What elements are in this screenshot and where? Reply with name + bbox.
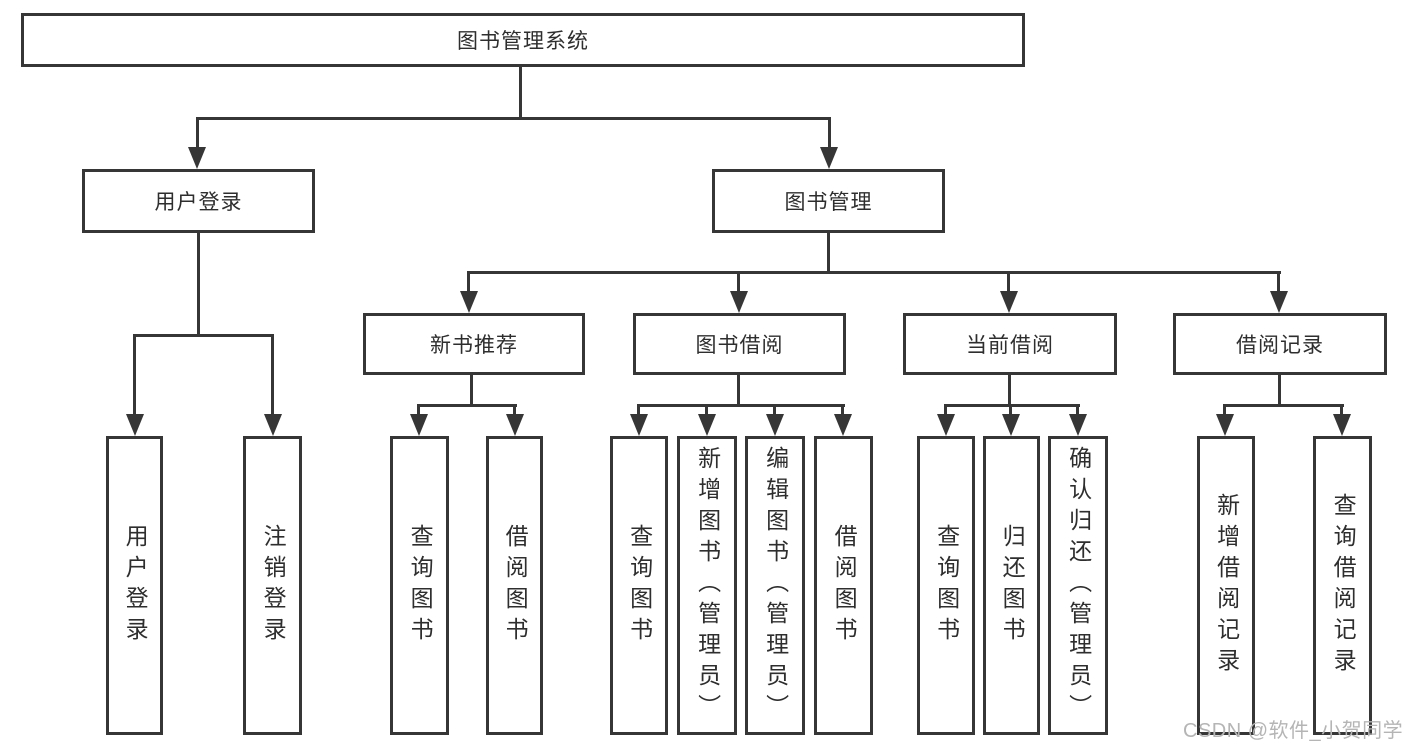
arrowhead-down [820, 147, 838, 169]
edge-line [773, 404, 776, 416]
edge-root-vline [519, 65, 522, 120]
arrowhead-down [188, 147, 206, 169]
leaf-add-borrow-record: 新增借阅记录 [1197, 436, 1255, 735]
node-current-borrowing: 当前借阅 [903, 313, 1117, 375]
leaf-add-borrow-record-label: 新增借阅记录 [1213, 492, 1240, 679]
leaf-user-login: 用户登录 [106, 436, 163, 735]
leaf-logout-label: 注销登录 [260, 523, 287, 648]
leaf-return-books-label: 归还图书 [999, 523, 1026, 648]
node-user-login: 用户登录 [82, 169, 315, 233]
node-book-borrowing: 图书借阅 [633, 313, 846, 375]
leaf-user-login-label: 用户登录 [122, 523, 149, 648]
node-book-management: 图书管理 [712, 169, 945, 233]
leaf-borrow-books-2: 借阅图书 [814, 436, 873, 735]
edge-new-book-vline [470, 373, 473, 407]
edge-borrowing-records-vline [1278, 373, 1281, 407]
node-borrowing-records-label: 借阅记录 [1236, 334, 1324, 357]
arrowhead-down [460, 291, 478, 313]
arrowhead-down [766, 414, 784, 436]
edge-line [271, 334, 274, 416]
arrowhead-down [506, 414, 524, 436]
leaf-query-books-2: 查询图书 [610, 436, 668, 735]
edge-line [1223, 404, 1226, 416]
edge-root-hline [196, 117, 831, 120]
edge-line [1076, 404, 1079, 416]
leaf-confirm-return-admin: 确认归还（管理员） [1048, 436, 1108, 735]
edge-line [1007, 271, 1010, 293]
leaf-borrow-books-1: 借阅图书 [486, 436, 543, 735]
edge-line [196, 117, 199, 149]
node-current-borrowing-label: 当前借阅 [966, 334, 1054, 357]
edge-line [1277, 271, 1280, 293]
edge-line [133, 334, 136, 416]
edge-current-borrowing-vline [1008, 373, 1011, 407]
node-borrowing-records: 借阅记录 [1173, 313, 1387, 375]
node-book-borrowing-label: 图书借阅 [695, 334, 784, 357]
node-root: 图书管理系统 [21, 13, 1025, 67]
edge-current-borrowing-hline [944, 404, 1080, 407]
leaf-query-books-2-label: 查询图书 [626, 523, 653, 648]
leaf-borrow-books-1-label: 借阅图书 [502, 523, 529, 648]
leaf-query-borrow-record: 查询借阅记录 [1313, 436, 1372, 735]
arrowhead-down [1333, 414, 1351, 436]
edge-book-borrowing-vline [737, 373, 740, 407]
edge-line [828, 117, 831, 149]
node-new-book-recommend-label: 新书推荐 [430, 334, 518, 357]
csdn-watermark: CSDN @软件_小贺同学 [1183, 720, 1404, 742]
leaf-add-books-admin-label: 新增图书（管理员） [694, 446, 721, 725]
leaf-add-books-admin: 新增图书（管理员） [677, 436, 737, 735]
leaf-query-borrow-record-label: 查询借阅记录 [1330, 492, 1357, 679]
leaf-edit-books-admin-label: 编辑图书（管理员） [762, 446, 789, 725]
edge-line [944, 404, 947, 416]
leaf-query-books-1-label: 查询图书 [407, 523, 434, 648]
edge-line [1009, 404, 1012, 416]
edge-line [705, 404, 708, 416]
leaf-confirm-return-admin-label: 确认归还（管理员） [1065, 446, 1092, 725]
arrowhead-down [264, 414, 282, 436]
arrowhead-down [730, 291, 748, 313]
leaf-query-books-3-label: 查询图书 [933, 523, 960, 648]
leaf-edit-books-admin: 编辑图书（管理员） [745, 436, 805, 735]
arrowhead-down [410, 414, 428, 436]
edge-line [637, 404, 640, 416]
arrowhead-down [126, 414, 144, 436]
arrowhead-down [1270, 291, 1288, 313]
edge-new-book-hline [417, 404, 517, 407]
edge-line [417, 404, 420, 416]
arrowhead-down [630, 414, 648, 436]
node-new-book-recommend: 新书推荐 [363, 313, 585, 375]
leaf-logout: 注销登录 [243, 436, 302, 735]
arrowhead-down [1216, 414, 1234, 436]
arrowhead-down [834, 414, 852, 436]
edge-book-borrowing-hline [637, 404, 845, 407]
edge-line [841, 404, 844, 416]
edge-borrowing-records-hline [1223, 404, 1344, 407]
edge-line [737, 271, 740, 293]
node-user-login-label: 用户登录 [154, 191, 243, 214]
leaf-query-books-1: 查询图书 [390, 436, 449, 735]
arrowhead-down [698, 414, 716, 436]
edge-line [1340, 404, 1343, 416]
leaf-query-books-3: 查询图书 [917, 436, 975, 735]
edge-user-login-hline [133, 334, 274, 337]
edge-book-management-vline [827, 232, 830, 274]
node-book-management-label: 图书管理 [784, 191, 873, 214]
edge-line [467, 271, 470, 293]
edge-user-login-vline [197, 232, 200, 337]
node-root-label: 图书管理系统 [457, 30, 589, 53]
edge-line [513, 404, 516, 416]
edge-book-management-hline [467, 271, 1281, 274]
arrowhead-down [1069, 414, 1087, 436]
leaf-borrow-books-2-label: 借阅图书 [831, 523, 858, 648]
arrowhead-down [937, 414, 955, 436]
leaf-return-books: 归还图书 [983, 436, 1040, 735]
arrowhead-down [1000, 291, 1018, 313]
arrowhead-down [1002, 414, 1020, 436]
